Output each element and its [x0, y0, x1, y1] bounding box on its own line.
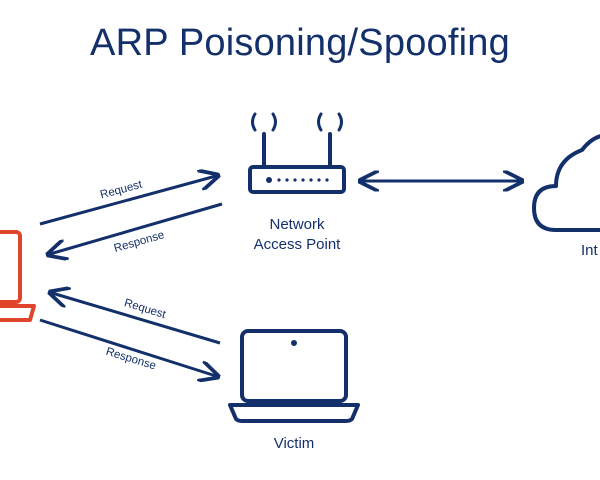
victim-laptop-icon [228, 329, 360, 423]
cloud-icon [532, 134, 600, 232]
access-point-label-line2: Access Point [253, 236, 341, 253]
victim-to-attacker-arrow [52, 293, 221, 345]
access-point-label: Network Access Point [222, 215, 372, 255]
router-icon [248, 112, 346, 194]
attacker-laptop-icon [0, 230, 36, 322]
victim-label: Victim [273, 435, 315, 452]
access-point-label-line1: Network [269, 216, 325, 233]
internet-label: Int [581, 242, 598, 259]
diagram-title: ARP Poisoning/Spoofing [90, 22, 510, 64]
attacker-to-victim-arrow [39, 318, 216, 376]
arrow-label-request-bottom: Request [123, 297, 168, 321]
ap-to-attacker-arrow [50, 202, 223, 254]
attacker-to-ap-arrow [39, 176, 216, 226]
